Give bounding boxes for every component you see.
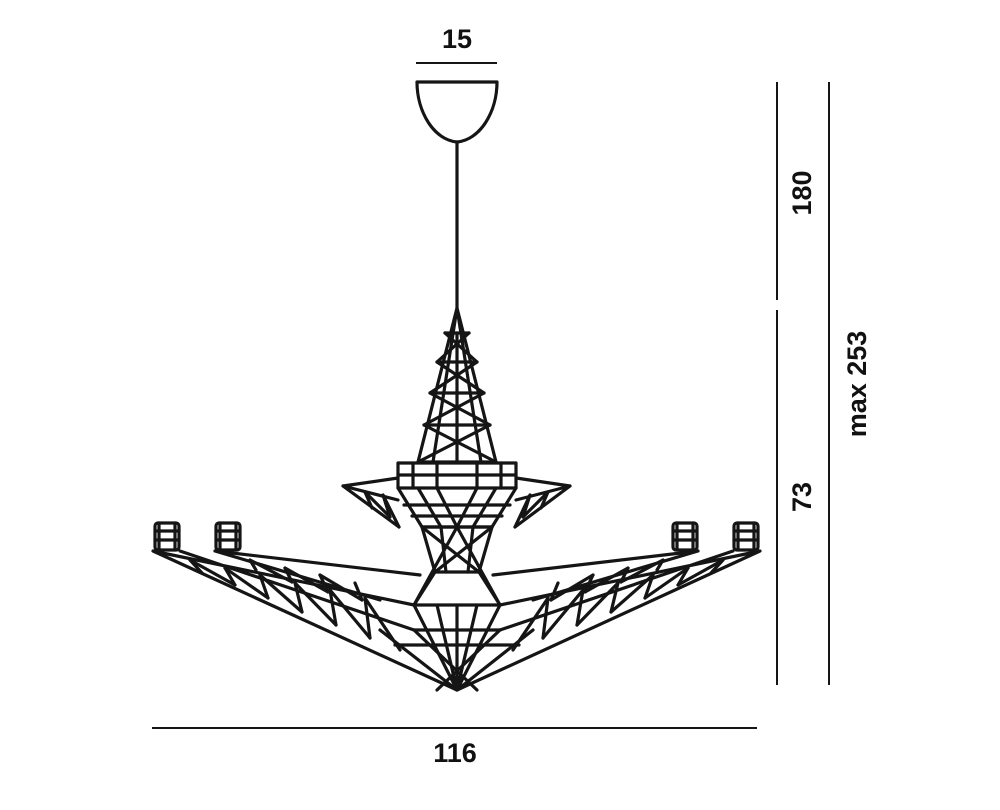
light-holder-left-outer: [153, 521, 181, 552]
light-holder-left-inner: [214, 521, 242, 552]
ceiling-canopy: [415, 80, 499, 144]
upper-spire: [416, 306, 498, 464]
side-wings: [341, 476, 572, 529]
right-outer-arm: [455, 549, 762, 692]
fixture-height-label: 73: [787, 482, 817, 512]
left-inner-arm: [213, 549, 422, 602]
mid-collar: [396, 461, 518, 490]
cable-length-label: 180: [787, 170, 817, 215]
dimension-labels: 15 116 180 73 max 253: [433, 24, 872, 768]
total-width-label: 116: [433, 738, 477, 768]
max-height-label: max 253: [842, 331, 872, 438]
right-inner-arm: [491, 549, 700, 602]
light-holder-right-inner: [671, 521, 699, 552]
dimension-lines: [152, 62, 830, 729]
left-outer-arm: [151, 549, 459, 692]
pendant-lamp: [151, 80, 762, 692]
lower-cone: [378, 603, 535, 692]
light-holders: [153, 521, 760, 552]
central-body: [396, 486, 518, 607]
canopy-width-label: 15: [442, 24, 472, 54]
light-holder-right-outer: [732, 521, 760, 552]
